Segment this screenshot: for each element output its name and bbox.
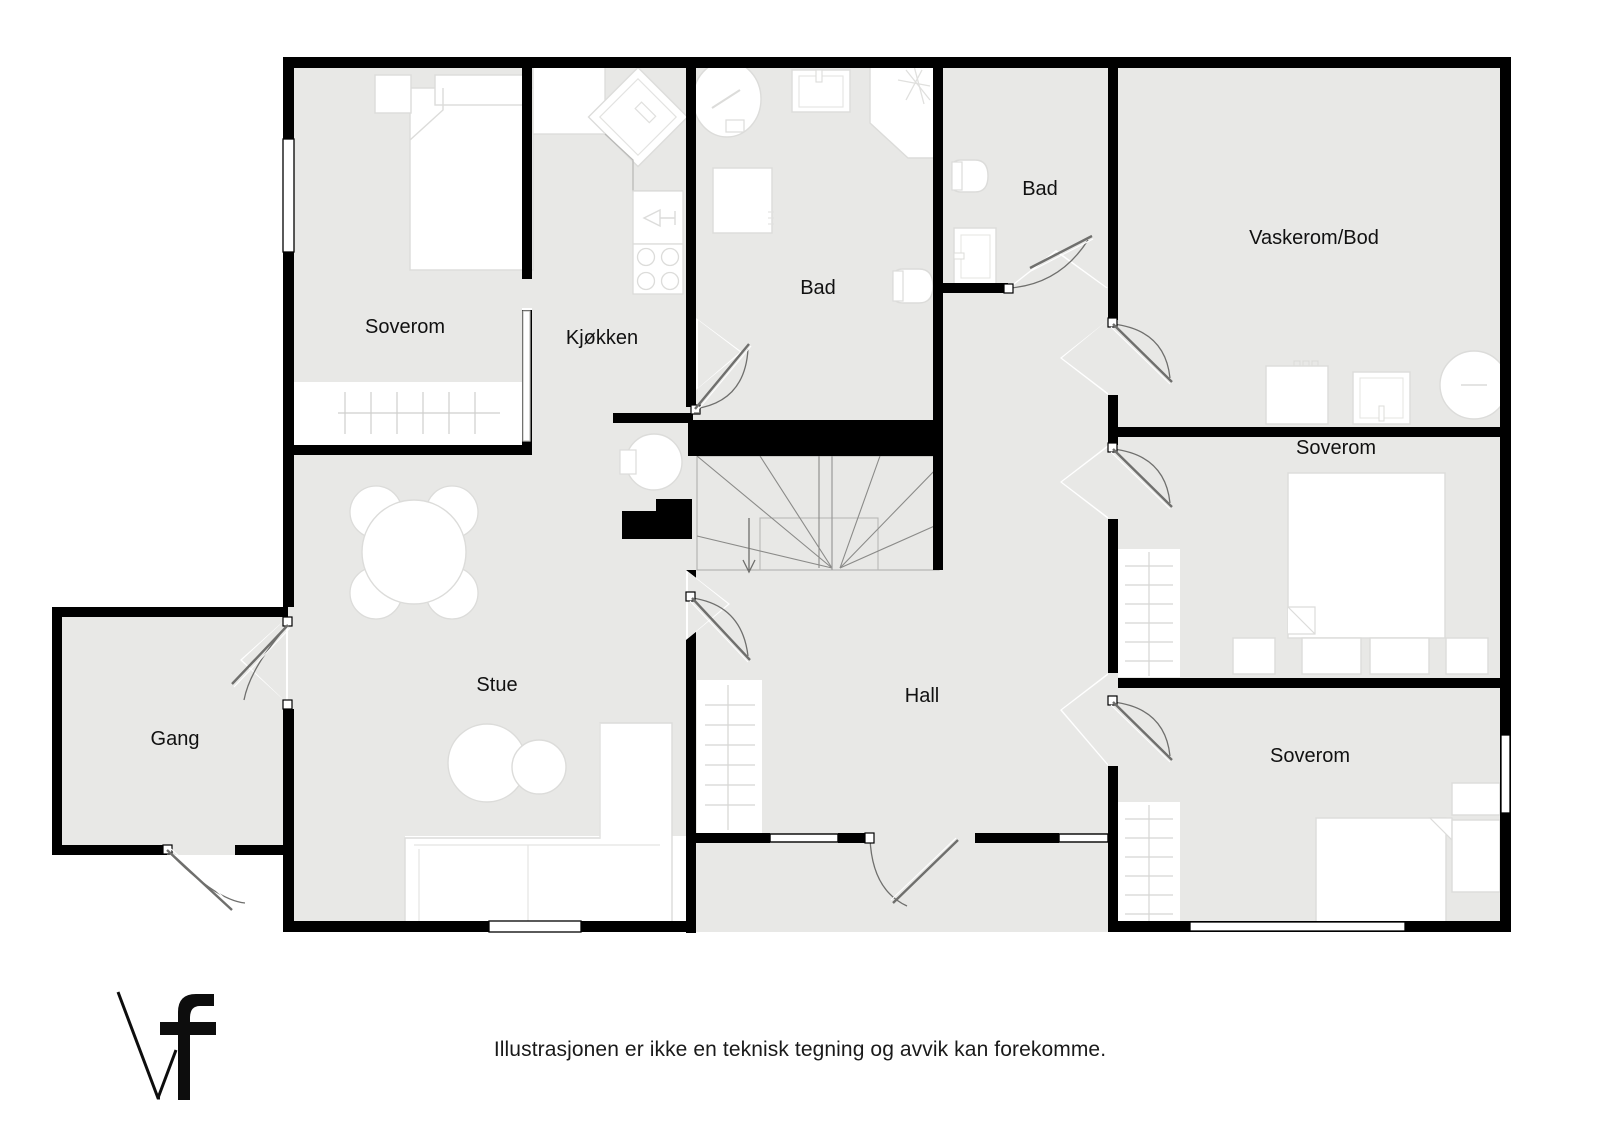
furniture-soverom-2 bbox=[1232, 472, 1489, 675]
room-label-soverom-1: Soverom bbox=[365, 316, 445, 338]
walls bbox=[52, 57, 1511, 933]
room-label-soverom-3: Soverom bbox=[1270, 745, 1350, 767]
winder-staircase bbox=[696, 455, 940, 574]
stair-direction-arrow bbox=[742, 518, 756, 574]
burner bbox=[660, 247, 680, 267]
room-label-bad-2: Bad bbox=[1022, 178, 1058, 200]
door-swing bbox=[1112, 448, 1171, 504]
door-swing bbox=[1009, 239, 1089, 289]
bench bbox=[1301, 637, 1362, 675]
room-label-soverom-2: Soverom bbox=[1296, 437, 1376, 459]
burner bbox=[636, 271, 656, 291]
stair-landing-block bbox=[622, 420, 939, 539]
windows-right bbox=[1500, 734, 1511, 814]
nightstand bbox=[1451, 819, 1501, 893]
furniture-kjokken bbox=[532, 61, 689, 295]
washing-machine bbox=[712, 167, 773, 234]
burner bbox=[636, 247, 656, 267]
room-label-kjokken: Kjøkken bbox=[566, 327, 638, 349]
furniture-soverom-1 bbox=[374, 74, 534, 271]
wardrobe-shelves-hall bbox=[705, 685, 755, 830]
side-table bbox=[511, 739, 567, 795]
room-label-bad-1: Bad bbox=[800, 277, 836, 299]
washer bbox=[1265, 365, 1329, 425]
furniture-bad-small bbox=[951, 159, 997, 286]
furniture-stue bbox=[349, 485, 673, 931]
furniture-vaskerom bbox=[1265, 350, 1509, 425]
door-swing bbox=[1112, 701, 1171, 757]
faucet-icon bbox=[642, 208, 676, 228]
door-swing bbox=[1112, 323, 1171, 379]
wardrobe-shelves-soverom-3 bbox=[1125, 805, 1173, 929]
nightstand bbox=[1445, 637, 1489, 675]
vf-logo bbox=[116, 991, 216, 1100]
nightstand bbox=[1451, 782, 1501, 816]
windows-bottom-right bbox=[1189, 921, 1406, 932]
furniture-soverom-3 bbox=[1315, 782, 1501, 931]
closet-soverom-1 bbox=[338, 392, 500, 434]
bed-duvet-fold bbox=[409, 88, 444, 141]
bench bbox=[1369, 637, 1430, 675]
wardrobe-shelves-soverom-2 bbox=[1125, 552, 1173, 676]
room-labels: Soverom Kjøkken Bad Bad Vaskerom/Bod Sov… bbox=[151, 178, 1379, 767]
nightstand bbox=[1232, 637, 1276, 675]
room-label-stue: Stue bbox=[476, 674, 517, 696]
room-label-gang: Gang bbox=[151, 728, 200, 750]
bed-pillow bbox=[434, 74, 526, 106]
dining-table-round bbox=[361, 499, 467, 605]
stove bbox=[632, 243, 684, 295]
room-label-vaskerom: Vaskerom/Bod bbox=[1249, 227, 1379, 249]
stair-side-fixture bbox=[619, 433, 683, 491]
nightstand bbox=[374, 74, 412, 114]
door-swing bbox=[166, 849, 246, 904]
door-swing bbox=[869, 837, 908, 907]
shower-head-icon bbox=[897, 65, 931, 105]
room-label-hall: Hall bbox=[905, 685, 939, 707]
bed-mattress bbox=[1315, 817, 1447, 931]
bathtub-ledge bbox=[725, 119, 745, 133]
bed-mattress bbox=[409, 87, 534, 271]
bed-duvet-fold bbox=[1287, 606, 1316, 635]
doors bbox=[162, 234, 1173, 911]
door-swing bbox=[691, 597, 749, 657]
furniture-bad-main bbox=[692, 59, 938, 304]
disclaimer-caption: Illustrasjonen er ikke en teknisk tegnin… bbox=[493, 1038, 1107, 1061]
door-swing bbox=[693, 348, 749, 410]
burner bbox=[660, 271, 680, 291]
